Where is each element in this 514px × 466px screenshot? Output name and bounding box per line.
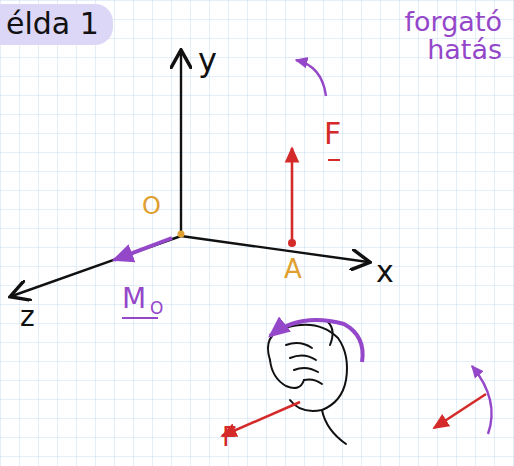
point-label: A bbox=[284, 256, 302, 283]
force-label: F bbox=[324, 118, 341, 150]
point-a bbox=[288, 239, 296, 247]
example-title: élda 1 bbox=[0, 4, 113, 45]
moment-label: M bbox=[122, 284, 146, 313]
origin-point bbox=[178, 231, 185, 238]
axis-label: x bbox=[376, 256, 394, 288]
curl-arrow bbox=[270, 320, 363, 362]
x-axis bbox=[181, 236, 368, 262]
note-text: forgató hatás bbox=[352, 8, 502, 65]
y-axis bbox=[180, 52, 182, 236]
moment-vector bbox=[114, 238, 172, 260]
force-label: F bbox=[222, 424, 237, 451]
axis-label: y bbox=[198, 44, 217, 78]
force-vector-small bbox=[434, 394, 486, 428]
axis-label: z bbox=[20, 302, 35, 331]
force-vector bbox=[291, 148, 294, 240]
rotation-arrow bbox=[472, 366, 492, 434]
vector-underline bbox=[328, 159, 340, 161]
rotation-arrow bbox=[296, 60, 326, 96]
right-hand-sketch bbox=[268, 322, 347, 444]
point-label: O bbox=[142, 194, 161, 219]
z-axis bbox=[12, 236, 181, 296]
subscript-label: O bbox=[150, 300, 163, 318]
